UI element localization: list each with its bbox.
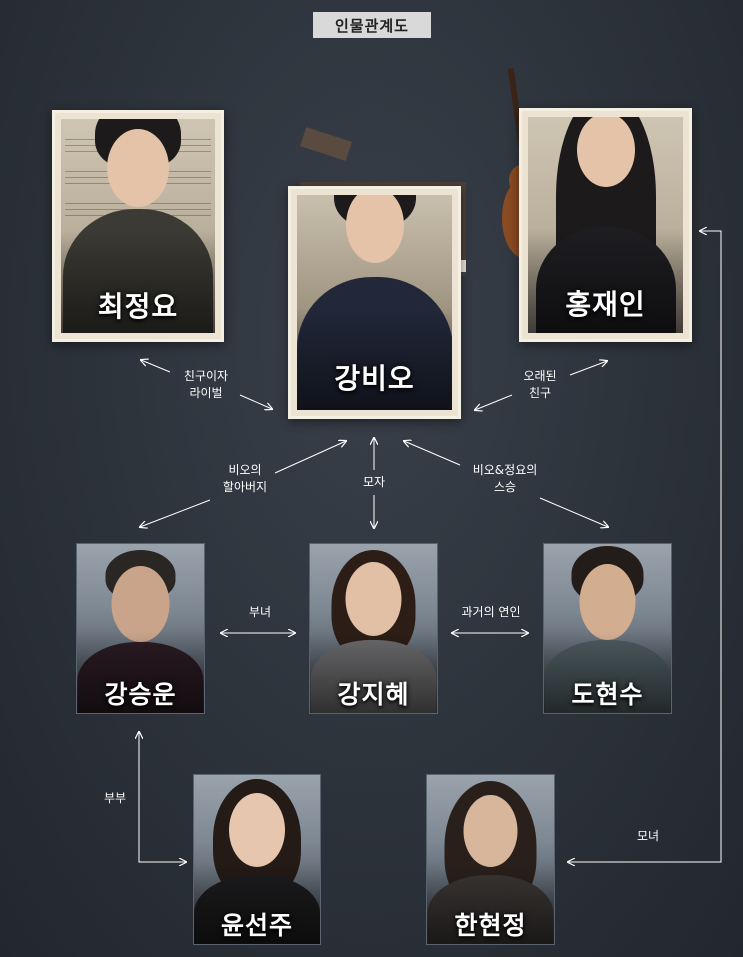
arrow-teacher-down (539, 497, 608, 527)
relation-father-daughter-text: 부녀 (248, 605, 272, 619)
arrow-friend-rival-left (141, 360, 171, 373)
card-yun-seonju: 윤선주 (193, 774, 321, 945)
relation-spouses-text: 부부 (103, 791, 127, 805)
arrow-old-friend-right (569, 361, 607, 376)
arrow-old-friend-left (475, 394, 513, 410)
relation-mother-son: 모자 (354, 474, 394, 491)
card-kang-bio: 강비오 (288, 186, 461, 419)
name-choi-jeongyo: 최정요 (97, 290, 179, 323)
relation-teacher-line2: 스승 (493, 480, 517, 494)
relation-old-friend-line1: 오래된 (523, 369, 557, 383)
relation-ex-lovers-text: 과거의 연인 (461, 605, 521, 619)
relation-father-daughter: 부녀 (238, 604, 282, 621)
name-hong-jaein: 홍재인 (565, 288, 646, 321)
relation-old-friend-line2: 친구 (528, 386, 552, 400)
name-do-hyeonsu: 도현수 (571, 680, 644, 709)
relation-friend-rival-line2: 라이벌 (189, 386, 223, 400)
relation-ex-lovers: 과거의 연인 (446, 604, 536, 621)
relation-teacher-line1: 비오&정요의 (472, 463, 538, 477)
relation-mother-daughter: 모녀 (626, 828, 670, 845)
card-choi-jeongyo: 최정요 (52, 110, 224, 342)
card-kang-seungun: 강승운 (76, 543, 205, 714)
relation-grandfather-line2: 할아버지 (222, 480, 268, 494)
arrow-mother-daughter (568, 231, 722, 863)
card-kang-jihye: 강지혜 (309, 543, 438, 714)
relation-friend-rival-line1: 친구이자 (183, 369, 229, 383)
relation-grandfather: 비오의 할아버지 (205, 462, 285, 496)
name-kang-bio: 강비오 (334, 362, 415, 395)
arrow-spouses (138, 734, 186, 862)
relation-spouses: 부부 (98, 790, 132, 807)
relation-grandfather-line1: 비오의 (228, 463, 262, 477)
relation-old-friend: 오래된 친구 (500, 368, 580, 402)
relation-mother-daughter-text: 모녀 (636, 829, 660, 843)
chart-title: 인물관계도 (313, 12, 431, 38)
arrow-grandfather-up (274, 441, 346, 474)
relation-mother-son-text: 모자 (362, 475, 386, 489)
arrow-friend-rival-right (239, 394, 272, 409)
card-do-hyeonsu: 도현수 (543, 543, 672, 714)
relation-friend-rival: 친구이자 라이벌 (166, 368, 246, 402)
name-kang-jihye: 강지혜 (337, 680, 410, 709)
relation-teacher: 비오&정요의 스승 (455, 462, 555, 496)
name-han-hyeonjeong: 한현정 (454, 911, 527, 940)
card-hong-jaein: 홍재인 (519, 108, 692, 342)
name-yun-seonju: 윤선주 (220, 911, 293, 940)
card-han-hyeonjeong: 한현정 (426, 774, 555, 945)
name-kang-seungun: 강승운 (104, 680, 177, 709)
arrow-teacher-up (404, 441, 461, 466)
arrow-grandfather-down (140, 499, 211, 527)
